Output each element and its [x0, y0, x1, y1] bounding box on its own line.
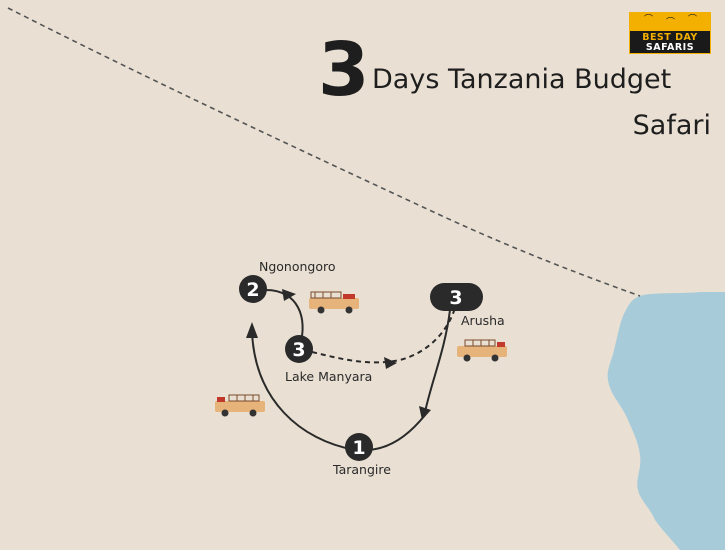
route-manyara-arusha	[311, 307, 456, 364]
marker-tarangire	[345, 433, 373, 461]
brand-logo: ⌒ ⌒ ⌒ BEST DAY SAFARIS	[629, 12, 711, 54]
safari-jeep-icon	[457, 339, 507, 362]
title-line-2: Safari	[632, 110, 711, 141]
marker-arusha	[430, 283, 483, 311]
route-tarangire-ngorongoro	[251, 331, 356, 451]
marker-lake-manyara-number: 3	[292, 339, 305, 361]
label-tarangire: Tarangire	[333, 462, 391, 477]
route-arrow-1	[419, 406, 431, 420]
label-ngorongoro: Ngonongoro	[259, 259, 336, 274]
logo-text-line-2: SAFARIS	[645, 42, 695, 53]
bird-icon: ⌒	[688, 15, 698, 25]
label-lake-manyara: Lake Manyara	[285, 369, 373, 384]
marker-ngorongoro	[239, 275, 267, 303]
route-arrow-4	[384, 357, 397, 369]
lake-water	[607, 292, 725, 550]
bird-icon: ⌒	[666, 18, 676, 28]
route-arrow-2	[246, 322, 258, 338]
marker-ngorongoro-number: 2	[246, 279, 259, 301]
bird-icon: ⌒	[644, 15, 654, 25]
logo-text-line-1: BEST DAY	[642, 32, 698, 43]
safari-jeep-icon	[215, 394, 265, 417]
route-arusha-tarangire	[424, 309, 451, 413]
safari-jeep-icon	[309, 291, 359, 314]
marker-tarangire-number: 1	[352, 437, 365, 459]
title-line-1: Days Tanzania Budget	[372, 64, 672, 95]
title-day-count: 3	[318, 27, 370, 113]
label-arusha: Arusha	[461, 313, 505, 328]
marker-lake-manyara	[285, 335, 313, 363]
marker-arusha-number: 3	[449, 287, 462, 309]
border-line	[7, 7, 641, 297]
route-arrow-3	[282, 289, 296, 301]
route-to-tarangire	[364, 414, 426, 451]
logo-banner	[630, 13, 710, 31]
